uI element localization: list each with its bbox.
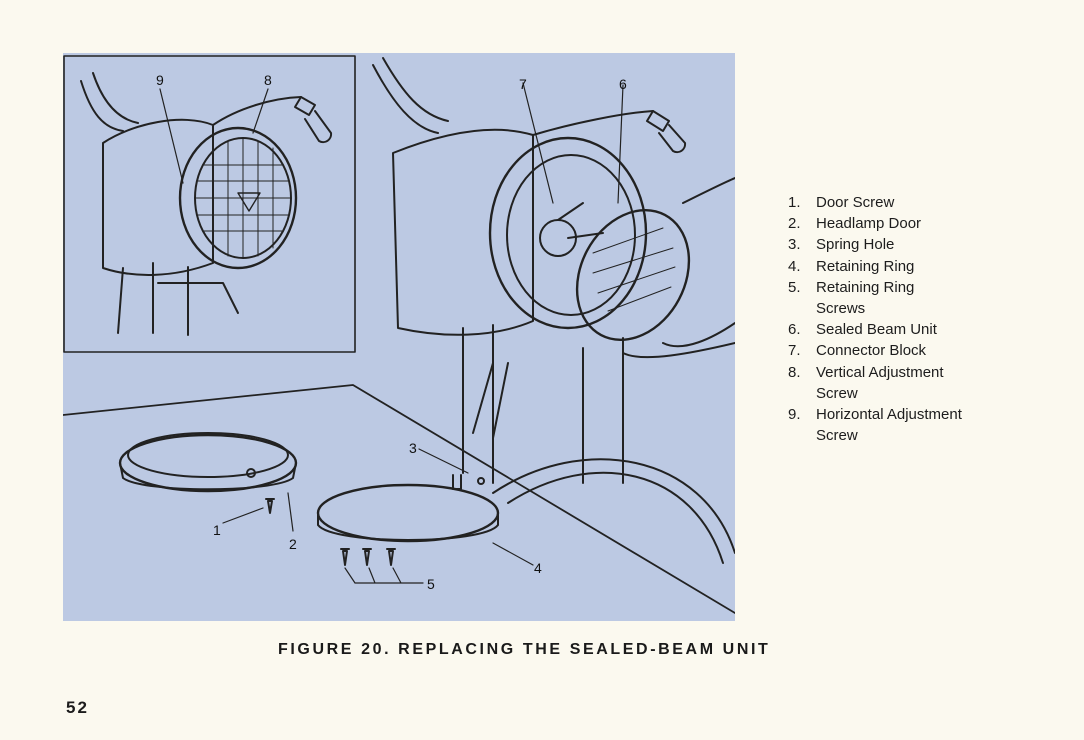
legend-number: 9. [788, 406, 801, 424]
legend-number: 2. [788, 215, 801, 233]
legend-item: 4. Retaining Ring [788, 256, 1018, 277]
retaining-ring-screw-3 [386, 548, 396, 566]
callout-1: 1 [213, 522, 221, 538]
retaining-ring [316, 483, 500, 543]
legend-text: Door Screw [816, 194, 895, 211]
legend-item: 7. Connector Block [788, 340, 1018, 361]
legend-text: Headlamp Door [816, 215, 922, 233]
legend-text: Retaining Ring [816, 257, 915, 275]
legend-text: Retaining Ring Screws [816, 278, 915, 318]
figure-illustration: 9 8 7 6 3 1 2 4 5 [63, 53, 735, 621]
legend-number: 3. [788, 236, 801, 254]
headlamp-line-drawing [63, 55, 735, 614]
callout-9: 9 [156, 72, 164, 88]
callout-8: 8 [264, 72, 272, 88]
legend-item: 3. Spring Hole [788, 234, 1018, 255]
main-headlamp-body [488, 136, 648, 330]
legend-number: 8. [788, 363, 801, 381]
legend-item: 6. Sealed Beam Unit [788, 319, 1018, 340]
legend-item: 2. Headlamp Door [788, 213, 1018, 234]
parts-legend: 1. Door Screw 2. Headlamp Door 3. Spring Ho… [788, 192, 1018, 446]
callout-7: 7 [519, 76, 527, 92]
callout-3: 3 [409, 440, 417, 456]
legend-number: 7. [788, 342, 801, 360]
retaining-ring-screw-2 [362, 548, 372, 566]
headlamp-door-ring [118, 433, 298, 493]
figure-caption: FIGURE 20. REPLACING THE SEALED-BEAM UNI… [278, 641, 771, 658]
legend-text: Connector Block [816, 342, 927, 360]
legend-item: 9. Horizontal Adjustment Screw [788, 404, 1018, 446]
legend-number: 5. [788, 278, 801, 296]
retaining-ring-screw-1 [340, 548, 350, 566]
legend-text: Vertical Adjustment Screw [816, 363, 944, 402]
legend-number: 4. [788, 257, 801, 275]
legend-text: Horizontal Adjustment Screw [816, 406, 962, 445]
legend-text: Spring Hole [816, 236, 895, 254]
sealed-beam-unit [575, 208, 691, 342]
callout-2: 2 [289, 536, 297, 552]
legend-item: 8. Vertical Adjustment Screw [788, 362, 1018, 404]
callout-5: 5 [427, 576, 435, 592]
legend-number: 1. [788, 194, 801, 211]
legend-item: 5. Retaining Ring Screws [788, 277, 1018, 319]
main-nacelle [392, 128, 534, 336]
callout-4: 4 [534, 560, 542, 576]
page-number: 52 [66, 698, 89, 717]
main-cable [532, 110, 654, 136]
inset-handlebar-left [80, 80, 124, 132]
legend-item: 1. Door Screw [788, 192, 1018, 213]
inset-nacelle [102, 118, 214, 276]
door-screw [265, 498, 275, 514]
callout-6: 6 [619, 76, 627, 92]
inset-cable [212, 96, 302, 126]
inset-frame [63, 55, 356, 353]
legend-text: Sealed Beam Unit [816, 321, 937, 339]
legend-number: 6. [788, 321, 801, 339]
inset-headlamp-door [178, 126, 298, 270]
